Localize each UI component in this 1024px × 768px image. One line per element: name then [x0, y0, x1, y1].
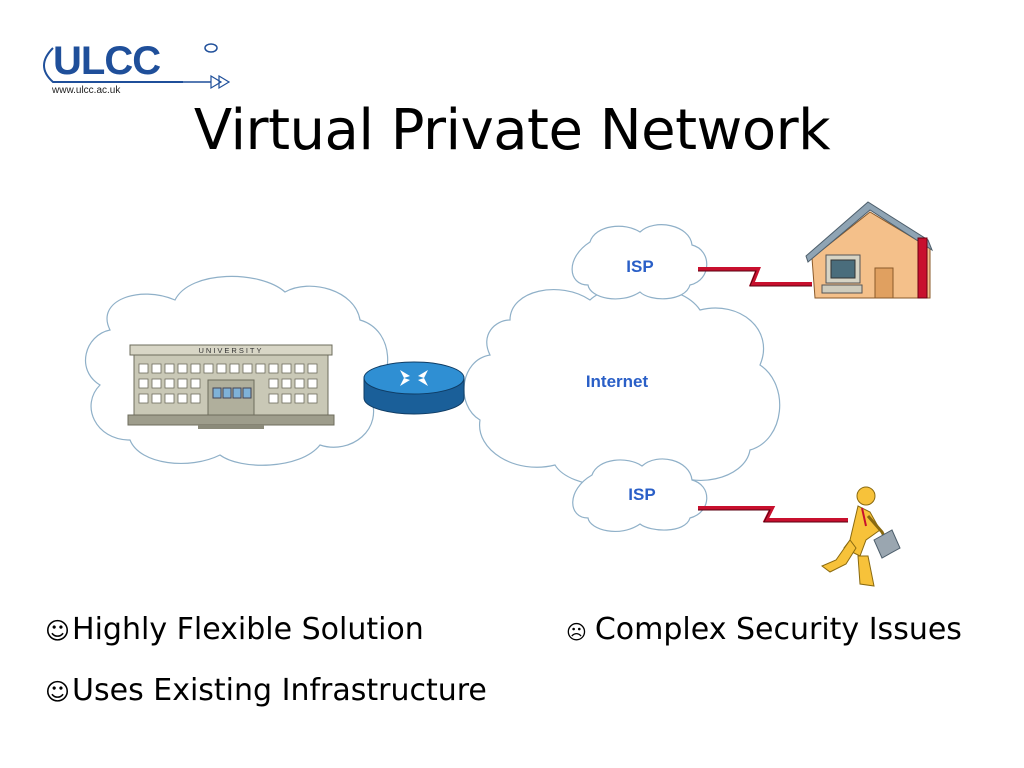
- pro-text: Highly Flexible Solution: [72, 612, 424, 647]
- smiley-face-icon: ☺: [45, 617, 71, 645]
- con-item: ☹ Complex Security Issues: [566, 612, 962, 647]
- pro-item: ☺Highly Flexible Solution: [45, 612, 424, 647]
- logo-url: www.ulcc.ac.uk: [52, 85, 121, 96]
- isp-bottom-label: ISP: [628, 485, 655, 504]
- link-isp-to-home: [698, 267, 812, 286]
- router-icon: [363, 361, 465, 415]
- home-office-icon: [805, 201, 934, 299]
- mobile-user-icon: [821, 486, 901, 587]
- university-sign: UNIVERSITY: [198, 346, 263, 355]
- smiley-face-icon: ☺: [45, 678, 71, 706]
- pro-item: ☺Uses Existing Infrastructure: [45, 673, 487, 708]
- page-title: Virtual Private Network: [193, 98, 831, 163]
- frowning-face-icon: ☹: [566, 620, 587, 644]
- pro-text: Uses Existing Infrastructure: [72, 673, 487, 708]
- logo-text: ULCC: [53, 39, 160, 83]
- university-building-icon: UNIVERSITY: [127, 344, 335, 429]
- link-isp-to-mobile-user: [698, 506, 848, 522]
- isp-cloud-top: [571, 224, 708, 300]
- internet-label: Internet: [586, 372, 649, 391]
- ulcc-logo: ULCC: [43, 39, 231, 90]
- con-text: Complex Security Issues: [594, 612, 962, 647]
- isp-cloud-bottom: [572, 458, 708, 532]
- isp-top-label: ISP: [626, 257, 653, 276]
